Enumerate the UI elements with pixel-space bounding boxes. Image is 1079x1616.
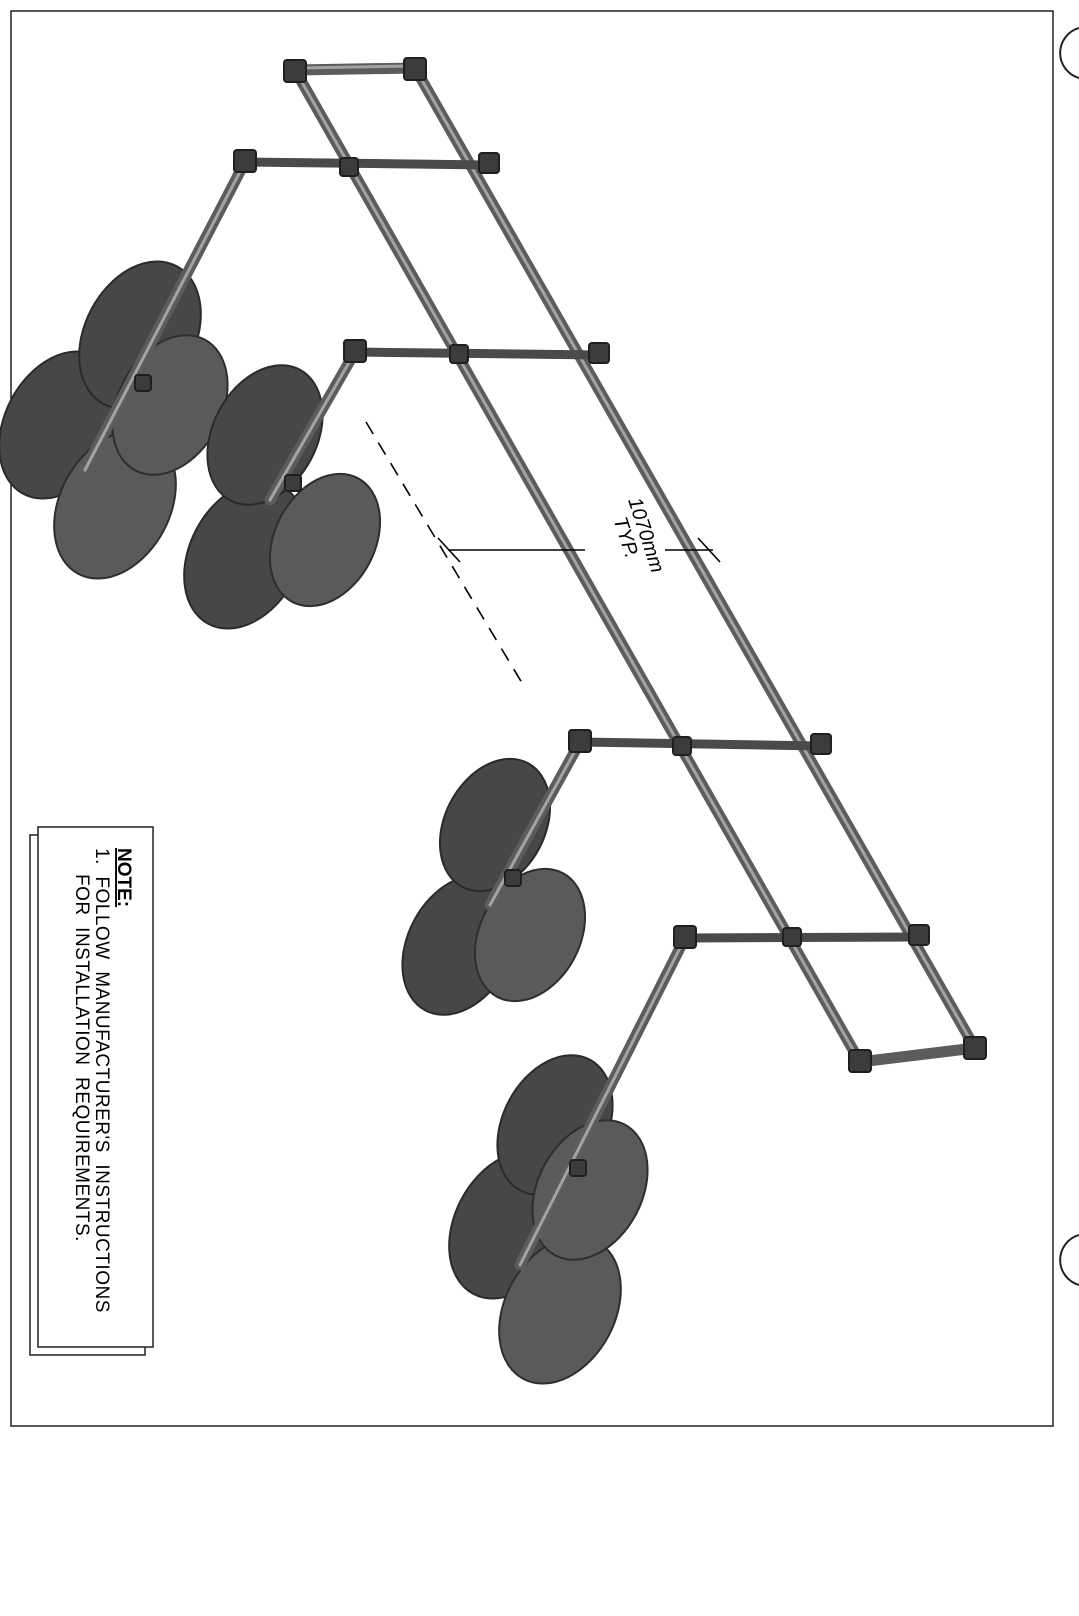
note-line-1: 1. FOLLOW MANUFACTURER'S INSTRUCTIONS — [91, 848, 112, 1313]
note-line-2: FOR INSTALLATION REQUIREMENTS. — [71, 874, 92, 1242]
dimension-annotation: 1070mm TYP. — [365, 421, 721, 689]
counterweight-foot-3 — [401, 757, 587, 1016]
guardrail-frame — [240, 62, 981, 1068]
pipe-fittings — [134, 57, 987, 1177]
dimension-tick-left — [437, 537, 461, 563]
dimension-tick-right — [697, 537, 721, 563]
edge-mark-bottom — [1059, 1234, 1079, 1286]
dimension-extension-line — [365, 421, 526, 689]
edge-mark-top — [1059, 27, 1079, 79]
note-heading: NOTE: — [113, 848, 134, 907]
note-box: NOTE: 1. FOLLOW MANUFACTURER'S INSTRUCTI… — [29, 826, 154, 1356]
sheet-border — [10, 10, 1054, 1427]
counterweight-foot-2 — [183, 364, 382, 630]
